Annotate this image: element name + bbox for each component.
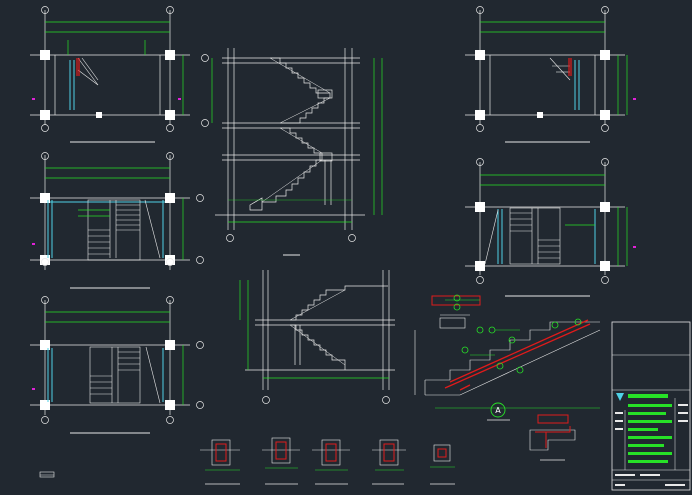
company-logo-icon xyxy=(616,393,624,401)
legend-swatch xyxy=(39,471,55,478)
stair-plan-mid-right xyxy=(465,158,636,297)
title-block xyxy=(611,321,691,491)
stair-plan-top-right xyxy=(465,6,636,143)
stair-plan-top-left xyxy=(30,6,190,143)
section-tag-circle xyxy=(490,402,506,418)
stair-plan-mid-left xyxy=(30,152,204,289)
stair-section-bottom xyxy=(239,270,395,404)
stair-section-top xyxy=(201,48,383,256)
stair-plan-bottom-left xyxy=(30,296,204,434)
beam-section-details xyxy=(200,414,576,485)
stair-reinforcement-detail: A xyxy=(414,294,601,421)
section-tag-label: A xyxy=(495,406,501,415)
